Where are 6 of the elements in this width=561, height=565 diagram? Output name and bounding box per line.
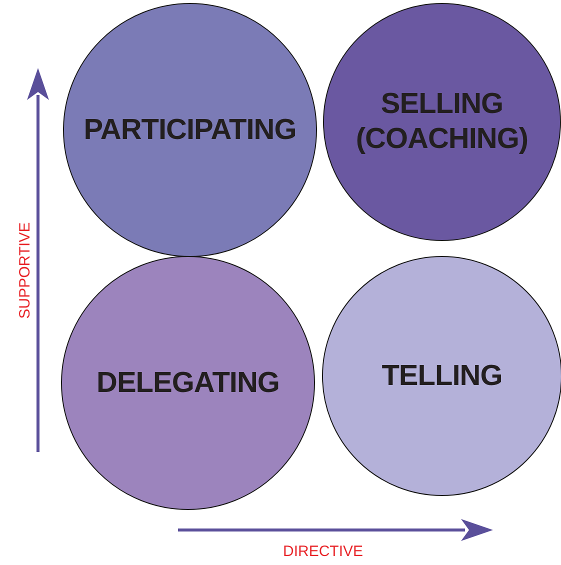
quadrant-label: DELEGATING: [96, 366, 280, 400]
quadrant-label: PARTICIPATING: [84, 112, 296, 148]
axis-label: SUPPORTIVE: [16, 222, 34, 319]
quadrant-label: SELLING (COACHING): [354, 87, 530, 157]
axis-label: DIRECTIVE: [283, 543, 364, 560]
quadrant-label: TELLING: [382, 358, 502, 394]
